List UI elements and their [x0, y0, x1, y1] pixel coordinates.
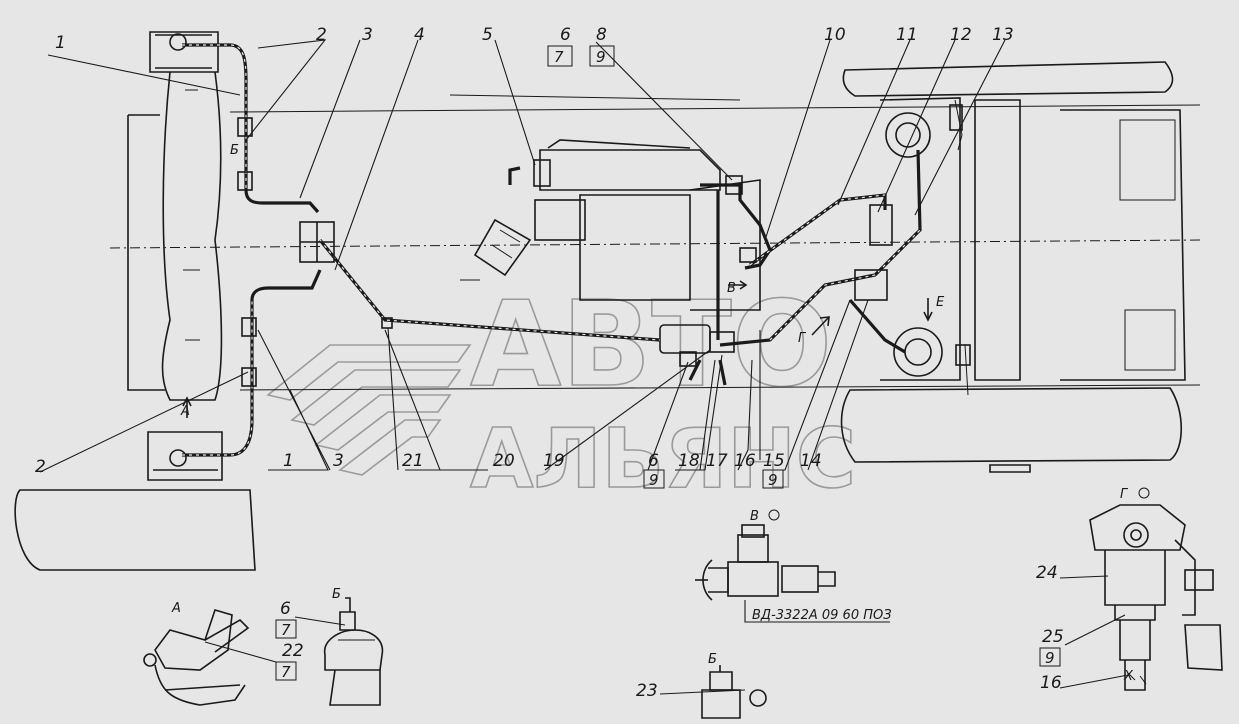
callout-16: 16	[734, 451, 756, 471]
callout-14: 14	[800, 451, 822, 471]
view-letter-g: Г	[798, 331, 807, 346]
callout-24: 24	[1036, 563, 1058, 583]
rear-brake-drum-left	[885, 112, 931, 158]
callout-16-detail-g: 16	[1040, 673, 1062, 693]
detail-a	[143, 609, 277, 706]
brake-pedal-bracket	[473, 218, 532, 277]
callout-2: 2	[316, 25, 327, 45]
watermark-line1: АВТО	[470, 275, 832, 413]
callout-19: 19	[543, 451, 565, 471]
label-x: Х	[1123, 669, 1134, 684]
callout-8: 8	[596, 25, 607, 45]
detail-b-lower	[659, 665, 767, 719]
watermark: АВТО АЛЬЯНС	[266, 274, 857, 508]
detail-b2-title: Б	[708, 652, 717, 667]
callout-6-lower: 6	[648, 451, 659, 471]
view-arrows	[182, 280, 933, 418]
callout-13: 13	[992, 25, 1014, 45]
watermark-logo-icon	[266, 344, 472, 476]
callout-4: 4	[414, 25, 425, 45]
detail-b-upper	[294, 597, 384, 706]
callout-3: 3	[362, 25, 373, 45]
wheel-cylinder-front-right	[169, 449, 187, 467]
callout-labels: 1 2 3 4 5 6 7 8 9 10 11 12 13 2 1 3 21 2…	[35, 25, 1064, 701]
callout-6: 6	[560, 25, 571, 45]
view-letters: А Б В Г Е А Б Б В Г Х ВД-3322А 09 60 ПОЗ	[171, 143, 1150, 684]
callout-10: 10	[824, 25, 846, 45]
leader-lines	[39, 39, 1006, 473]
callout-22: 22	[282, 641, 304, 661]
callout-11: 11	[896, 25, 918, 45]
detail-g-title: Г	[1120, 487, 1129, 502]
callout-9-lower-2: 9	[768, 471, 778, 489]
detail-v	[695, 524, 890, 623]
view-letter-v: В	[727, 281, 736, 296]
rear-axle	[840, 61, 1186, 473]
callout-9-boxed: 9	[596, 48, 606, 66]
frame	[109, 94, 1201, 391]
callout-9-detail-g: 9	[1045, 649, 1055, 667]
rear-tee-fitting	[854, 269, 888, 301]
callout-1: 1	[55, 33, 66, 53]
arrow-up-right-icon	[811, 317, 829, 336]
detail-a-title: А	[171, 601, 181, 616]
callout-7-boxed: 7	[554, 48, 564, 66]
detail-b-title: Б	[332, 587, 341, 602]
callout-20: 20	[493, 451, 515, 471]
part-code-label: ВД-3322А 09 60 ПОЗ	[752, 608, 892, 623]
callout-25: 25	[1042, 627, 1064, 647]
callout-12: 12	[950, 25, 972, 45]
rear-cylinder-sensor	[869, 204, 893, 246]
callout-6-detail-b: 6	[280, 599, 291, 619]
view-letter-a: А	[180, 404, 190, 419]
wheel-cylinder-front-left	[169, 33, 187, 51]
fittings	[237, 117, 893, 387]
callout-23: 23	[636, 681, 658, 701]
watermark-line2: АЛЬЯНС	[470, 412, 856, 507]
callout-2-lower: 2	[35, 457, 46, 477]
detail-g	[1059, 504, 1223, 691]
view-letter-b: Б	[230, 143, 239, 158]
callout-5: 5	[482, 25, 493, 45]
callout-7-detail-a: 7	[281, 663, 291, 681]
callout-21: 21	[402, 451, 424, 471]
callout-1-lower: 1	[283, 451, 294, 471]
callout-15: 15	[763, 451, 785, 471]
callout-3-lower: 3	[333, 451, 344, 471]
callout-7-detail-b: 7	[281, 621, 291, 639]
detail-v-title: В	[750, 509, 759, 524]
rear-brake-drum-right	[893, 327, 943, 377]
callout-17: 17	[706, 451, 728, 471]
view-letter-e: Е	[936, 295, 945, 310]
callout-9-lower: 9	[649, 471, 659, 489]
callout-18: 18	[678, 451, 700, 471]
front-axle	[14, 31, 256, 571]
